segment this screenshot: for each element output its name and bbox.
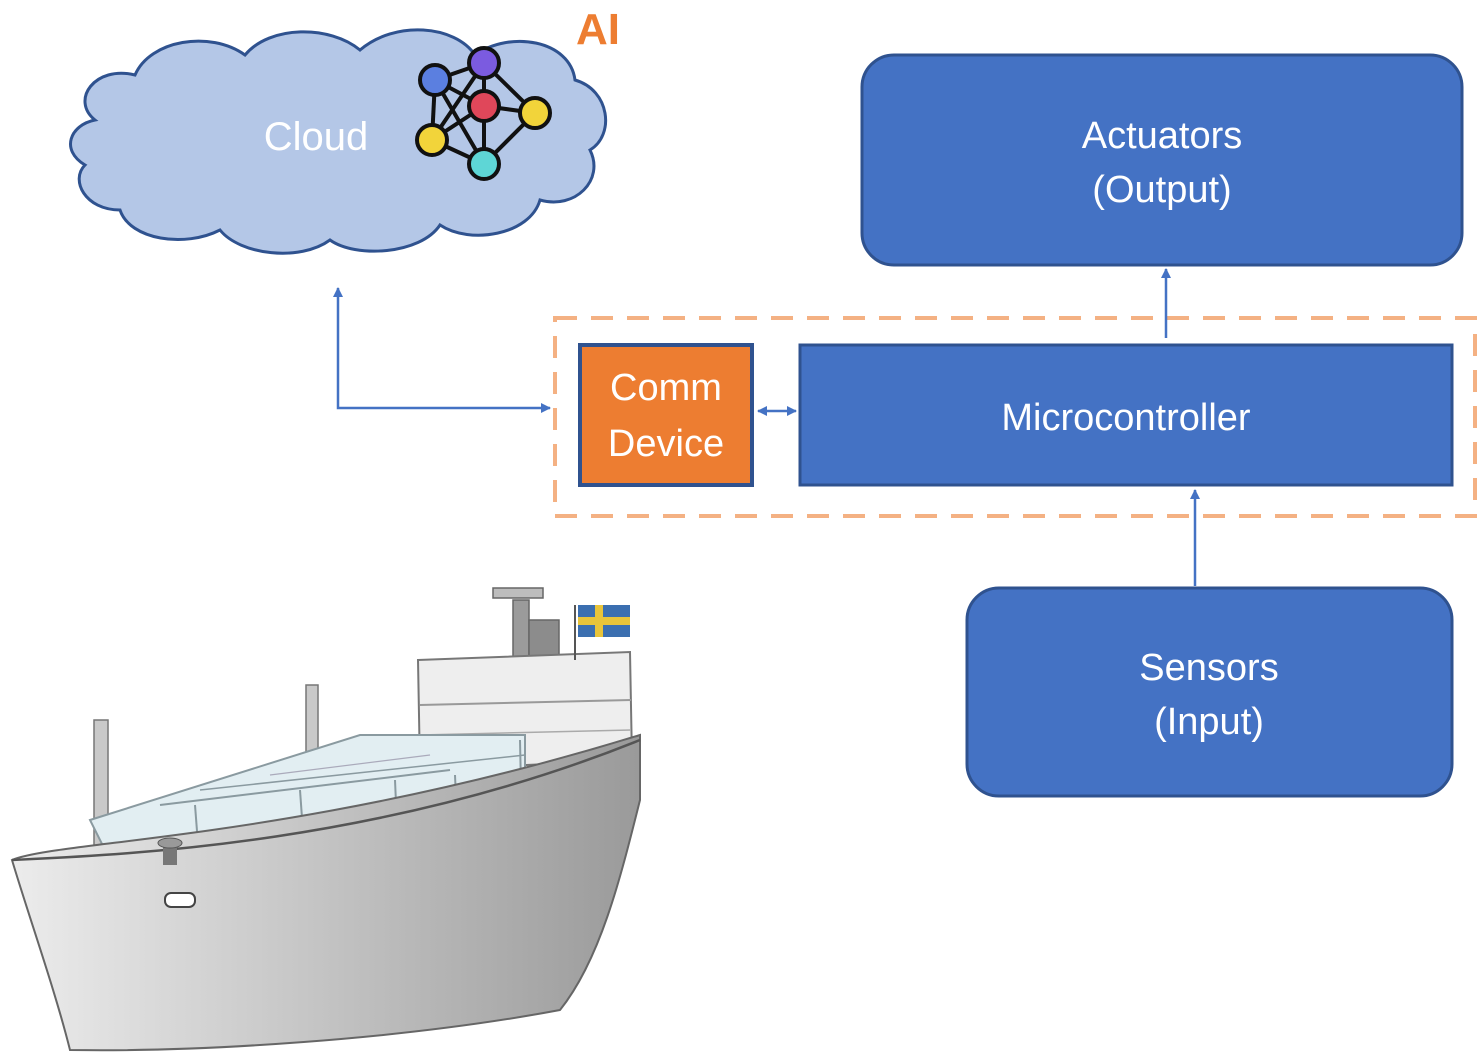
cloud-label: Cloud [264,115,369,159]
container-ship-icon [10,587,641,1052]
microcontroller-label: Microcontroller [1001,397,1251,439]
microcontroller-box [798,343,1454,487]
actuators-sublabel: (Output) [1092,169,1231,211]
sensors-box [965,586,1454,798]
cloud-shape [69,28,607,255]
comm-device-box [578,343,754,487]
device-group-border [553,316,1477,518]
ai-badge: AI [576,5,620,54]
actuators-label: Actuators [1082,115,1243,157]
comm-device-sublabel: Device [608,423,724,465]
cloud-comm-connector [333,287,551,413]
actuators-box [860,53,1464,267]
sensors-label: Sensors [1139,647,1278,689]
sensors-sublabel: (Input) [1154,701,1264,743]
comm-device-label: Comm [610,367,722,409]
neural-network-icon [415,46,552,181]
